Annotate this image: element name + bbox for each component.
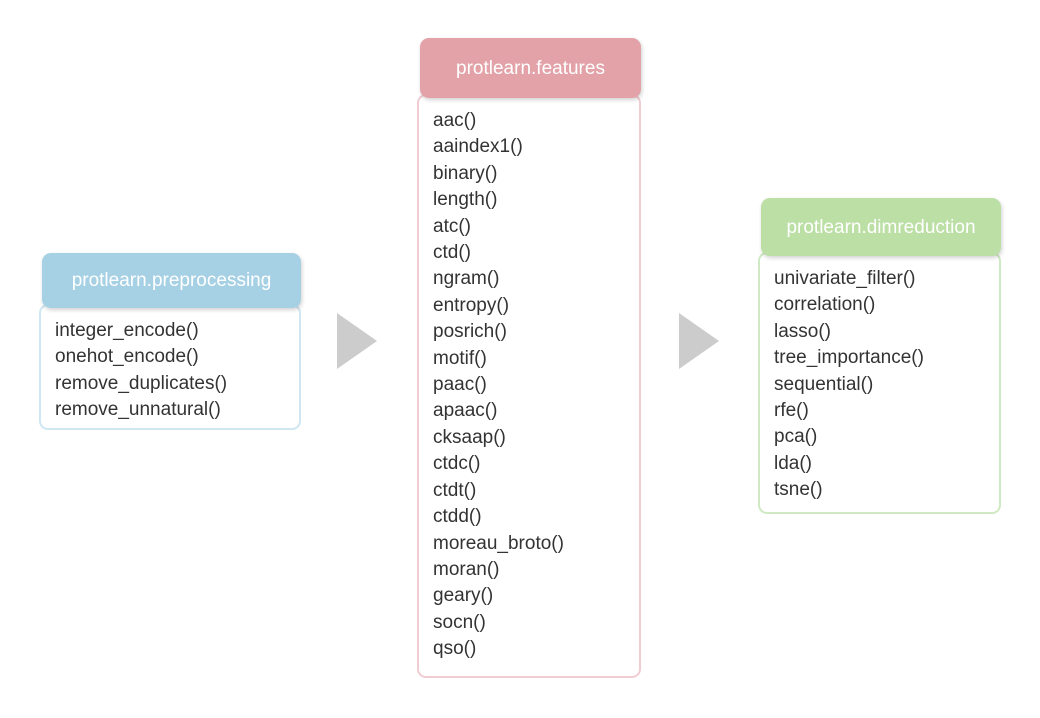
function-item: ngram() bbox=[433, 268, 500, 290]
function-item: geary() bbox=[433, 585, 494, 607]
function-item: cksaap() bbox=[433, 426, 506, 448]
module-dimreduction-function-list: univariate_filter() correlation() lasso(… bbox=[758, 252, 1001, 514]
function-item: integer_encode() bbox=[55, 320, 199, 341]
module-dimreduction-title: protlearn.dimreduction bbox=[761, 198, 1001, 256]
function-item: ctdt() bbox=[433, 479, 477, 501]
function-item: aac() bbox=[433, 110, 477, 131]
function-item: ctd() bbox=[433, 242, 471, 264]
function-item: socn() bbox=[433, 611, 486, 633]
function-item: ctdd() bbox=[433, 506, 482, 528]
module-features-title: protlearn.features bbox=[420, 38, 641, 98]
module-features-function-list: aac() aaindex1() binary() length() atc()… bbox=[417, 94, 641, 678]
module-preprocessing-function-list: integer_encode() onehot_encode() remove_… bbox=[39, 304, 301, 430]
arrow-right-icon bbox=[679, 313, 719, 369]
function-item: qso() bbox=[433, 638, 477, 660]
function-item: remove_duplicates() bbox=[55, 372, 228, 394]
function-item: remove_unnatural() bbox=[55, 399, 221, 421]
function-item: tree_importance() bbox=[774, 347, 924, 369]
function-item: pca() bbox=[774, 426, 818, 448]
function-item: apaac() bbox=[433, 400, 498, 422]
function-item: aaindex1() bbox=[433, 136, 523, 158]
function-item: posrich() bbox=[433, 321, 507, 343]
function-item: lda() bbox=[774, 452, 813, 474]
function-item: correlation() bbox=[774, 294, 876, 316]
module-preprocessing-title: protlearn.preprocessing bbox=[42, 253, 301, 308]
function-item: atc() bbox=[433, 215, 471, 237]
function-item: paac() bbox=[433, 374, 487, 396]
function-item: onehot_encode() bbox=[55, 346, 199, 368]
function-item: moran() bbox=[433, 558, 500, 580]
function-item: ctdc() bbox=[433, 453, 481, 475]
function-item: lasso() bbox=[774, 320, 832, 342]
function-item: moreau_broto() bbox=[433, 532, 564, 554]
function-item: sequential() bbox=[774, 373, 874, 395]
function-item: rfe() bbox=[774, 400, 809, 422]
function-item: univariate_filter() bbox=[774, 268, 916, 289]
function-item: entropy() bbox=[433, 294, 510, 316]
function-item: binary() bbox=[433, 162, 498, 184]
arrow-right-icon bbox=[337, 313, 377, 369]
function-item: length() bbox=[433, 189, 498, 211]
function-item: motif() bbox=[433, 347, 487, 369]
function-item: tsne() bbox=[774, 479, 823, 501]
